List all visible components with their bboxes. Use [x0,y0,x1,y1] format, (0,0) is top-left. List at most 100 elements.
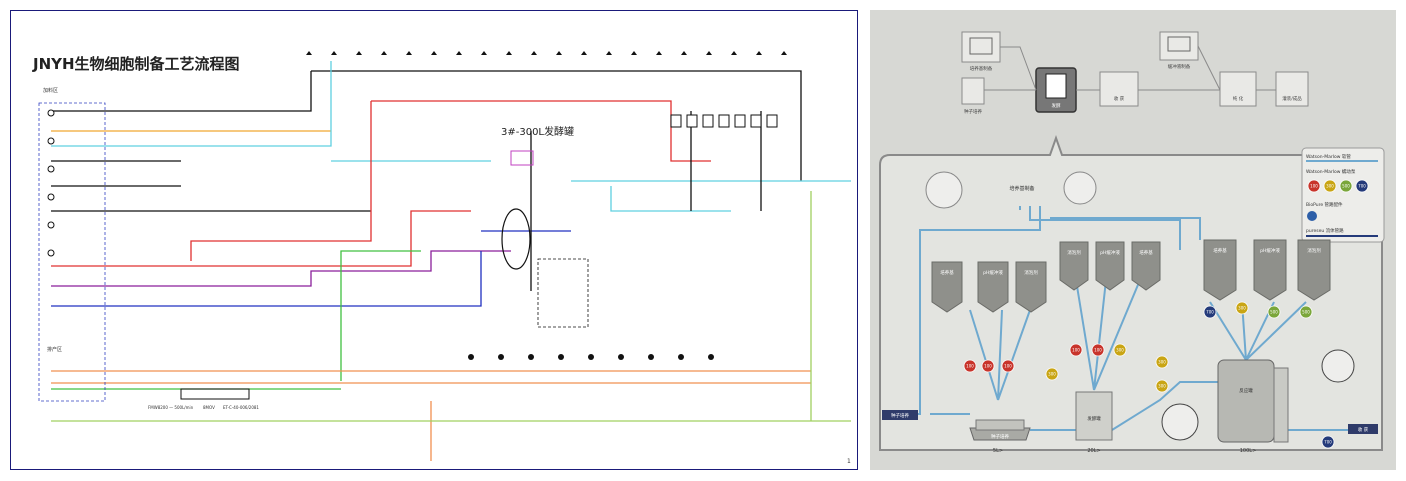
biopure-swatch [1307,211,1317,221]
tube-4 [969,309,1031,401]
tube-5 [1075,279,1141,391]
top-valve [706,51,712,55]
top-node-fill: 灌装/成品 [1282,95,1302,102]
pipe-7 [51,230,571,307]
drain-valve [558,354,564,360]
discharge-zone-label: 排产区 [47,346,62,353]
tube-6 [1209,301,1307,361]
legend-pump-value: 100 [1310,184,1318,189]
pump-transfer-value: 300 [1048,372,1056,377]
footer-spec-2: 8MOV [203,405,215,410]
footer-spec-1: FMW8200 — 500L/min [148,405,194,410]
feed-zone-label: 加料区 [43,87,58,94]
top-valve [581,51,587,55]
top-node-media: 培养基制备 [970,65,993,72]
seed-inlet-label: 种子培养 [891,412,909,419]
top-valve [731,51,737,55]
pump-100L [1267,305,1281,319]
pump-100L-value: 700 [1206,310,1214,315]
pipe-11 [571,180,851,212]
size-5L: 5L> [993,448,1003,454]
pump-transfer-value: 300 [1158,360,1166,365]
pump-20L-value: 100 [1094,348,1102,353]
buffer-prep-icon [1167,36,1191,52]
top-valve [531,51,537,55]
pipe-10 [51,191,851,422]
bag-5L-bag-label: 消泡剂 [1024,269,1038,276]
top-node-seed: 种子培养 [964,108,982,115]
pump-20L-value: 100 [1072,348,1080,353]
pump-transfer [1321,435,1335,449]
filter-unit [750,114,762,128]
pump-5L [963,359,977,373]
footer-box [180,388,250,400]
bag-100L-bag-label: 培养基 [1213,247,1227,254]
feed-inlet [47,249,55,257]
pump-100L-value: 300 [1238,306,1246,311]
fermenter-label: 3#-300L发酵罐 [501,125,574,138]
vessel-100L [1217,359,1275,443]
top-valve [606,51,612,55]
pump-100L [1203,305,1217,319]
bag-100L-bag-label: pH缓冲液 [1260,247,1280,254]
legend-pump [1307,179,1321,193]
sampling-skid-outline [537,258,589,328]
tube-9 [1050,217,1201,240]
feed-inlet [47,193,55,201]
top-valve [756,51,762,55]
tube-2 [1029,206,1181,250]
pump-transfer-value: 300 [1158,384,1166,389]
bag-20L-bag [1095,241,1125,291]
legend-biopure: BioPure 管路配件 [1306,201,1343,208]
buffer-prep-box [1159,31,1199,61]
fermenter-icon [1045,73,1067,99]
bag-100L-bag [1203,239,1237,301]
seed-inlet-tag [882,410,918,420]
pump-transfer [1155,379,1169,393]
vessel-5L-label: 种子培养 [991,433,1009,440]
pipe-8 [51,250,421,390]
drain-valve [708,354,714,360]
pump-100L-value: 500 [1302,310,1310,315]
top-valve [656,51,662,55]
feed-inlet [47,221,55,229]
bag-20L-bag [1131,241,1161,291]
pump-5L-value: 100 [984,364,992,369]
feed-zone-outline [38,102,106,402]
vessel-20L-label: 发酵罐 [1087,415,1101,422]
bag-100L-bag [1297,239,1331,301]
bag-5L-bag [977,261,1009,313]
drain-valve [468,354,474,360]
legend-pureseu: pureseu 流体管路 [1306,227,1344,234]
top-valve [631,51,637,55]
bag-5L-bag [931,261,963,313]
pipe-9 [51,370,811,461]
drain-valve [588,354,594,360]
drain-valve [618,354,624,360]
bag-20L-bag [1059,241,1089,291]
size-20L: 20L> [1087,448,1100,454]
media-prep-box [961,31,1001,63]
fitting-magnifier [1063,171,1097,205]
pump-100L-value: 500 [1270,310,1278,315]
filter-unit [718,114,730,128]
pid-diagram-panel: JNYH生物细胞制备工艺流程图 3#-300L发酵罐 加料区 排产区 1 FMW… [10,10,858,470]
pipe-network [38,51,851,461]
filter-unit [702,114,714,128]
pipe-1 [51,70,802,181]
top-valve [456,51,462,55]
top-valve [781,51,787,55]
top-flow-connectors [984,45,1276,91]
pump-transfer-value: 700 [1324,440,1332,445]
legend-pump [1323,179,1337,193]
bag-100L-bag [1253,239,1287,301]
control-panel [510,150,534,166]
harvest-outlet-tag [1348,424,1378,434]
top-valve [381,51,387,55]
pump-5L [981,359,995,373]
pipe-5 [51,100,711,267]
pid-title: JNYH生物细胞制备工艺流程图 [32,55,240,73]
top-valve [431,51,437,55]
